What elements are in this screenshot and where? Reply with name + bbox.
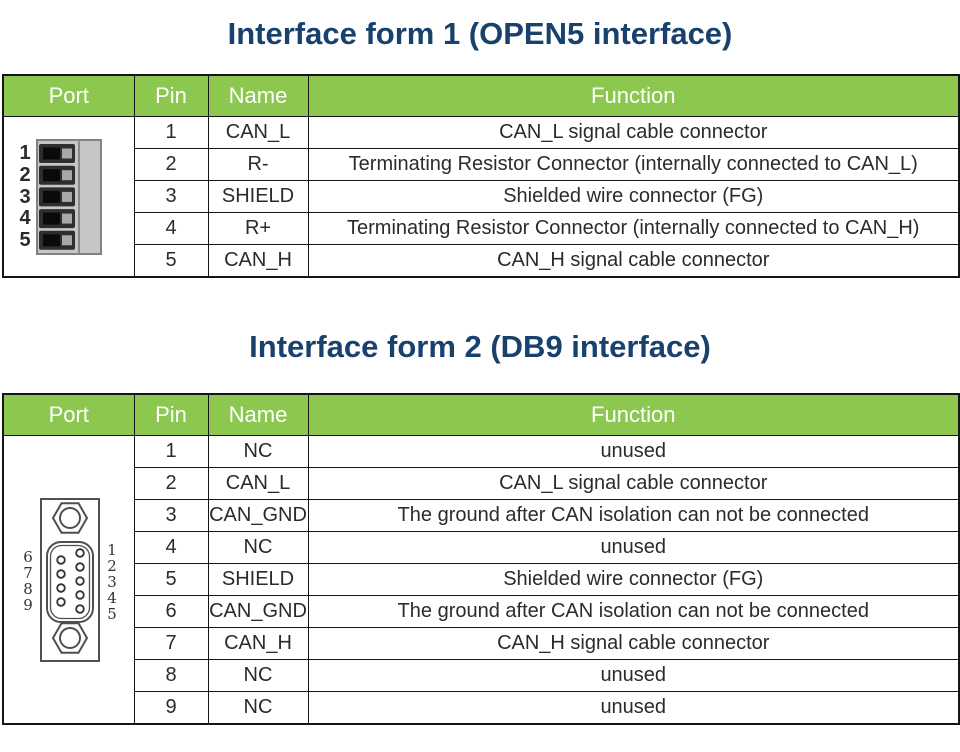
name-cell: R+ <box>207 212 309 245</box>
page-title-interface-form-1: Interface form 1 (OPEN5 interface) <box>227 16 733 51</box>
connector-pin-label: 3 <box>19 186 30 208</box>
name-cell: NC <box>207 435 309 468</box>
connector-pin-label: 3 <box>107 573 117 591</box>
function-cell: unused <box>307 691 960 725</box>
table-row: 7 CAN_H CAN_H signal cable connector <box>3 627 960 660</box>
page-title-interface-form-2: Interface form 2 (DB9 interface) <box>249 329 711 364</box>
name-cell: CAN_GND <box>207 499 309 532</box>
function-cell: unused <box>307 659 960 692</box>
name-cell: R- <box>207 148 309 181</box>
open5-terminal-block-icon: 1 2 3 4 5 <box>19 138 102 255</box>
connector-pin-label: 7 <box>23 564 33 582</box>
pin-cell: 1 <box>133 116 209 149</box>
pin-cell: 1 <box>133 435 209 468</box>
function-cell: Shielded wire connector (FG) <box>307 180 960 213</box>
interface-form-1-table: Port Pin Name Function 1 2 3 4 5 <box>2 74 960 278</box>
connector-pin-label: 1 <box>107 541 117 559</box>
pin-cell: 3 <box>133 180 209 213</box>
connector-pin-label: 6 <box>23 548 33 566</box>
table-row: 6 CAN_GND The ground after CAN isolation… <box>3 595 960 628</box>
name-cell: NC <box>207 691 309 725</box>
table-row: 2 CAN_L CAN_L signal cable connector <box>3 467 960 500</box>
table-row: 8 NC unused <box>3 659 960 692</box>
function-cell: CAN_L signal cable connector <box>307 467 960 500</box>
table1-header-pin: Pin <box>133 74 209 117</box>
table-row: 3 SHIELD Shielded wire connector (FG) <box>3 180 960 213</box>
pin-cell: 7 <box>133 627 209 660</box>
connector-pin-label: 4 <box>19 207 31 229</box>
name-cell: CAN_H <box>207 244 309 278</box>
pin-cell: 4 <box>133 531 209 564</box>
name-cell: CAN_H <box>207 627 309 660</box>
function-cell: Terminating Resistor Connector (internal… <box>307 148 960 181</box>
table1-header-port: Port <box>2 74 135 117</box>
connector-pin-label: 1 <box>19 142 30 164</box>
table2-header-pin: Pin <box>133 393 209 436</box>
name-cell: SHIELD <box>207 180 309 213</box>
name-cell: NC <box>207 659 309 692</box>
db9-port-cell: 6 7 8 9 1 2 3 4 5 <box>2 435 135 725</box>
name-cell: NC <box>207 531 309 564</box>
name-cell: CAN_L <box>207 467 309 500</box>
table1-header-function: Function <box>307 74 960 117</box>
table-row: 4 NC unused <box>3 531 960 564</box>
function-cell: Terminating Resistor Connector (internal… <box>307 212 960 245</box>
table-row: 5 CAN_H CAN_H signal cable connector <box>3 244 960 278</box>
connector-pin-label: 2 <box>19 164 30 186</box>
db9-pin-labels: 6 7 8 9 1 2 3 4 5 <box>23 541 117 623</box>
function-cell: CAN_H signal cable connector <box>307 244 960 278</box>
pin-cell: 2 <box>133 467 209 500</box>
table-row: 5 SHIELD Shielded wire connector (FG) <box>3 563 960 596</box>
pin-cell: 8 <box>133 659 209 692</box>
table2-header-port: Port <box>2 393 135 436</box>
connector-pin-label: 4 <box>107 589 117 607</box>
function-cell: unused <box>307 435 960 468</box>
table1-header-name: Name <box>207 74 309 117</box>
terminal-sockets <box>38 143 75 250</box>
pin-cell: 9 <box>133 691 209 725</box>
pin-cell: 6 <box>133 595 209 628</box>
function-cell: CAN_L signal cable connector <box>307 116 960 149</box>
pin-cell: 4 <box>133 212 209 245</box>
table-row: 2 R- Terminating Resistor Connector (int… <box>3 148 960 181</box>
table2-header-name: Name <box>207 393 309 436</box>
table-row: 9 NC unused <box>3 691 960 725</box>
connector-pin-label: 5 <box>107 605 117 623</box>
table1-header-row: Port Pin Name Function <box>2 74 960 117</box>
table-row: 6 7 8 9 1 2 3 4 5 1 NC unused <box>2 435 960 725</box>
function-cell: CAN_H signal cable connector <box>307 627 960 660</box>
connector-pin-label: 8 <box>23 580 33 598</box>
name-cell: SHIELD <box>207 563 309 596</box>
pin-cell: 2 <box>133 148 209 181</box>
pin-cell: 5 <box>133 244 209 278</box>
name-cell: CAN_GND <box>207 595 309 628</box>
pin-cell: 3 <box>133 499 209 532</box>
table-row: 3 CAN_GND The ground after CAN isolation… <box>3 499 960 532</box>
connector-pin-label: 5 <box>19 229 30 251</box>
table-row: 4 R+ Terminating Resistor Connector (int… <box>3 212 960 245</box>
name-cell: CAN_L <box>207 116 309 149</box>
table-row: 1 2 3 4 5 1 CAN_L <box>2 116 960 278</box>
function-cell: The ground after CAN isolation can not b… <box>307 499 960 532</box>
function-cell: Shielded wire connector (FG) <box>307 563 960 596</box>
table2-header-row: Port Pin Name Function <box>2 393 960 436</box>
table2-header-function: Function <box>307 393 960 436</box>
interface-form-2-table: Port Pin Name Function <box>2 393 960 725</box>
function-cell: unused <box>307 531 960 564</box>
open5-port-cell: 1 2 3 4 5 <box>2 116 135 278</box>
dsub-face <box>45 540 94 623</box>
function-cell: The ground after CAN isolation can not b… <box>307 595 960 628</box>
pin-cell: 5 <box>133 563 209 596</box>
screw-hole-bottom <box>51 621 88 654</box>
connector-pin-label: 2 <box>107 557 117 575</box>
connector-pin-label: 9 <box>23 596 33 614</box>
screw-hole-top <box>51 501 88 534</box>
db9-connector-icon: 6 7 8 9 1 2 3 4 5 <box>23 497 117 662</box>
